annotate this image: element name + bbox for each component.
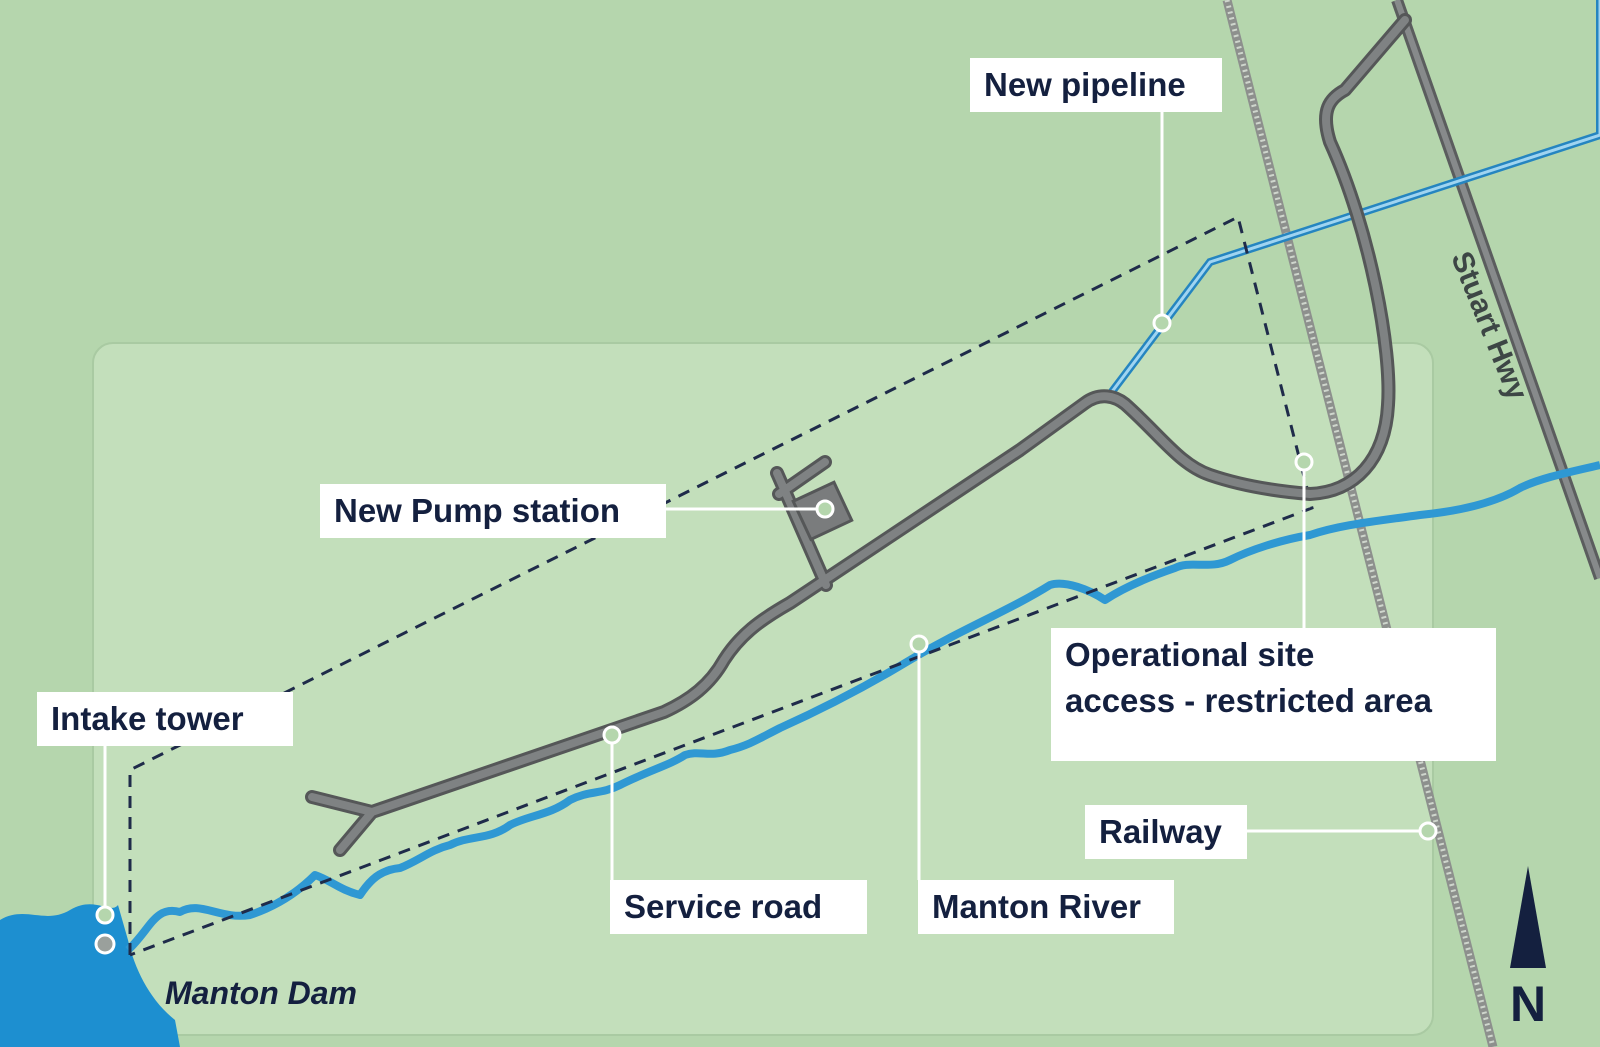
site-access-marker: [1294, 452, 1314, 472]
service-road-label: Service road: [610, 880, 867, 934]
north-label: N: [1510, 976, 1547, 1032]
manton-river-marker: [909, 634, 929, 654]
pump-station-label: New Pump station: [320, 484, 666, 538]
railway-marker: [1418, 821, 1438, 841]
leader-lines: [103, 112, 1428, 912]
manton-river-label: Manton River: [918, 880, 1174, 934]
north-arrow-icon: [1510, 866, 1546, 968]
railway-label: Railway: [1085, 805, 1247, 859]
pipeline-marker: [1152, 313, 1172, 333]
service-road-network: [305, 13, 1412, 857]
location-markers: [95, 313, 1438, 925]
intake-tower-label: Intake tower: [37, 692, 293, 746]
intake-tower-marker: [95, 905, 115, 925]
service-road-marker: [602, 725, 622, 745]
manton-dam-water: [0, 904, 180, 1047]
operational-site-label: Operational site access - restricted are…: [1051, 628, 1496, 761]
pump-station-marker: [815, 499, 835, 519]
operational-site-line1: Operational site: [1065, 636, 1315, 673]
intake-tower-icon: [94, 933, 116, 955]
operational-site-line2: access - restricted area: [1065, 682, 1432, 719]
new-pipeline-label: New pipeline: [970, 58, 1222, 112]
stuart-hwy-road: [1391, 0, 1600, 580]
manton-river-line: [125, 461, 1600, 953]
manton-dam-label: Manton Dam: [165, 975, 357, 1011]
